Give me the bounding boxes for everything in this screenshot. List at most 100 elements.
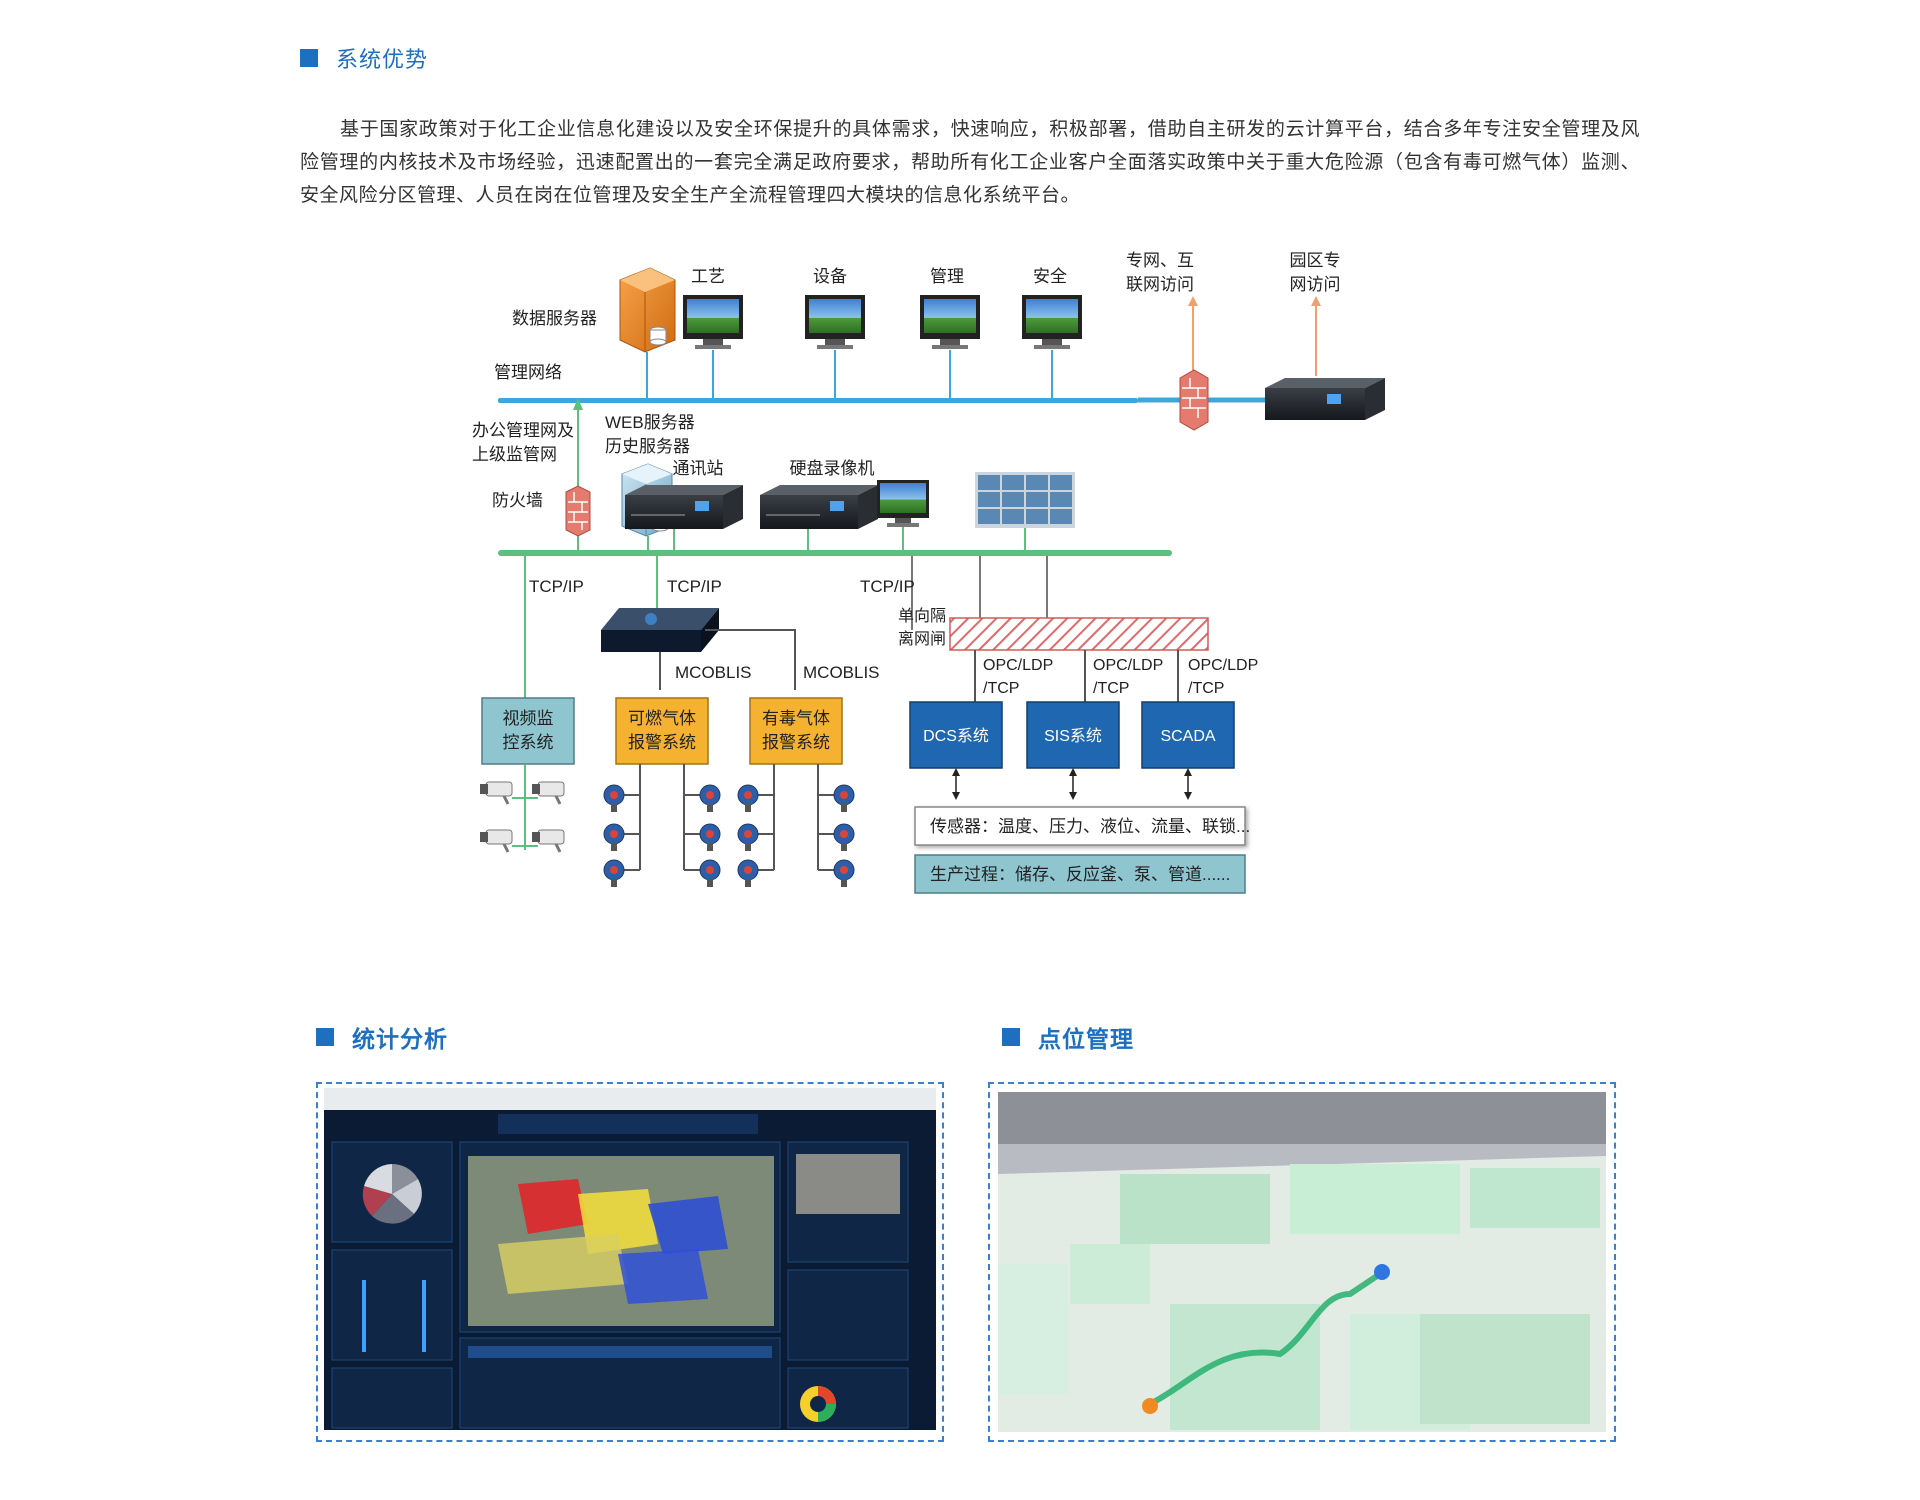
tcpip-label: TCP/IP — [667, 577, 722, 596]
section-header-points: 点位管理 — [1002, 1020, 1134, 1054]
comm-station-icon — [625, 485, 743, 529]
section-header-stats: 统计分析 — [316, 1020, 448, 1054]
tcpip-label: TCP/IP — [860, 577, 915, 596]
mcoblis-label: MCOBLIS — [803, 663, 880, 682]
gas-detector-icon — [603, 823, 625, 851]
monitor-icon — [805, 295, 865, 349]
svg-text:报警系统: 报警系统 — [628, 733, 696, 752]
svg-text:SIS系统: SIS系统 — [1044, 727, 1102, 745]
process-bar: 生产过程：储存、反应釜、泵、管道...... — [914, 854, 1246, 894]
monitor-icon — [920, 295, 980, 349]
web-server-label: WEB服务器 — [605, 413, 695, 432]
firewall-label: 防火墙 — [492, 491, 543, 510]
dcs-system-box: DCS系统 — [909, 701, 1003, 769]
opc-label-2: /TCP — [1093, 680, 1129, 697]
mcoblis-label: MCOBLIS — [675, 663, 752, 682]
arrow-up-icon — [573, 398, 583, 410]
svg-text:报警系统: 报警系统 — [762, 733, 830, 752]
arrow-down-icon — [1184, 792, 1192, 800]
terminal-row-top — [683, 295, 1082, 349]
monitor-icon — [683, 295, 743, 349]
section-header-advantage: 系统优势 — [300, 42, 428, 74]
terminal-label-safety: 安全 — [1033, 267, 1067, 286]
svg-text:控系统: 控系统 — [503, 733, 554, 752]
section-title: 统计分析 — [352, 1027, 448, 1053]
park-access-label-1: 园区专 — [1290, 251, 1341, 270]
svg-text:可燃气体: 可燃气体 — [628, 709, 696, 728]
terminal-label-management: 管理 — [930, 267, 964, 286]
park-access-label-2: 网访问 — [1290, 275, 1341, 294]
terminal-label-equipment: 设备 — [813, 267, 847, 286]
arrow-up-icon — [952, 768, 960, 776]
private-access-label-2: 联网访问 — [1126, 275, 1194, 294]
video-system-box: 视频监 控系统 — [481, 697, 575, 765]
gas-detector-icon — [833, 784, 855, 812]
gas-detector-icon — [699, 784, 721, 812]
firewall-icon — [565, 485, 591, 537]
intro-paragraph: 基于国家政策对于化工企业信息化建设以及安全环保提升的具体需求，快速响应，积极部署… — [300, 118, 1640, 206]
gas-detector-icon — [737, 859, 759, 887]
gas-controller-icon — [601, 608, 719, 652]
camera-icon — [532, 829, 565, 853]
opc-label-2: /TCP — [1188, 680, 1224, 697]
gas-detector-icon — [833, 823, 855, 851]
mgmt-network-bus — [498, 398, 1138, 403]
camera-icon — [532, 781, 565, 805]
combustible-gas-system-box: 可燃气体 报警系统 — [615, 697, 709, 765]
scada-system-box: SCADA — [1141, 701, 1235, 769]
data-server-label: 数据服务器 — [512, 309, 597, 328]
arrow-up-icon — [1311, 296, 1321, 306]
stats-dashboard-screenshot — [316, 1082, 944, 1442]
svg-text:DCS系统: DCS系统 — [923, 727, 989, 745]
mgmt-network-label: 管理网络 — [494, 363, 562, 382]
point-management-map-screenshot — [988, 1082, 1616, 1442]
gas-detector-icon — [737, 784, 759, 812]
gas-detector-icon — [699, 859, 721, 887]
svg-text:有毒气体: 有毒气体 — [762, 709, 830, 728]
gateway-label-2: 离网闸 — [898, 630, 946, 648]
svg-text:生产过程：储存、反应釜、泵、管道......: 生产过程：储存、反应釜、泵、管道...... — [930, 865, 1230, 884]
gas-detector-icon — [699, 823, 721, 851]
control-network-bus — [498, 550, 1172, 556]
office-net-label-2: 上级监管网 — [472, 445, 557, 464]
monitor-icon — [877, 480, 929, 527]
private-access-label-1: 专网、互 — [1126, 251, 1194, 270]
svg-text:SCADA: SCADA — [1160, 728, 1215, 745]
camera-icon — [480, 781, 513, 805]
data-server-icon — [619, 267, 676, 353]
opc-label-2: /TCP — [983, 680, 1019, 697]
section-marker-icon — [1002, 1028, 1020, 1046]
gas-detector-icon — [603, 784, 625, 812]
terminal-label-process: 工艺 — [691, 267, 725, 286]
office-net-label-1: 办公管理网及 — [472, 421, 574, 440]
opc-label-1: OPC/LDP — [1188, 657, 1258, 674]
firewall-icon — [1179, 369, 1209, 431]
architecture-diagram: 数据服务器 工艺 设备 管理 安全 专网、互 联网访问 园区专 网访问 管理网络 — [472, 251, 1385, 894]
section-title: 点位管理 — [1038, 1027, 1134, 1053]
gas-detector-icon — [603, 859, 625, 887]
arrow-down-icon — [1069, 792, 1077, 800]
svg-text:视频监: 视频监 — [503, 709, 554, 728]
toxic-gas-system-box: 有毒气体 报警系统 — [749, 697, 843, 765]
arrow-up-icon — [1069, 768, 1077, 776]
opc-label-1: OPC/LDP — [983, 657, 1053, 674]
rack-server-icon — [1265, 378, 1385, 420]
sis-system-box: SIS系统 — [1026, 701, 1120, 769]
nvr-label: 硬盘录像机 — [790, 459, 875, 478]
arrow-down-icon — [952, 792, 960, 800]
one-way-gateway — [949, 617, 1209, 651]
arrow-up-icon — [1188, 296, 1198, 306]
section-marker-icon — [316, 1028, 334, 1046]
video-wall-icon — [975, 472, 1075, 528]
history-server-label: 历史服务器 — [605, 437, 690, 456]
monitor-icon — [1022, 295, 1082, 349]
tcpip-label: TCP/IP — [529, 577, 584, 596]
gateway-label-1: 单向隔 — [898, 607, 946, 625]
section-marker-icon — [300, 49, 318, 67]
sensors-bar: 传感器：温度、压力、液位、流量、联锁... — [914, 806, 1250, 846]
arrow-up-icon — [1184, 768, 1192, 776]
section-title: 系统优势 — [336, 48, 429, 73]
gas-detector-icon — [737, 823, 759, 851]
svg-text:传感器：温度、压力、液位、流量、联锁...: 传感器：温度、压力、液位、流量、联锁... — [930, 817, 1250, 836]
gas-detector-icon — [833, 859, 855, 887]
